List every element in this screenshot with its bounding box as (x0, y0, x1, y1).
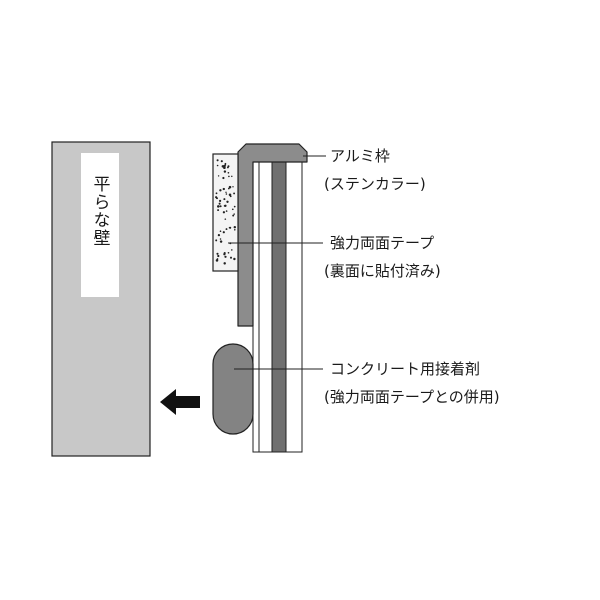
wall-label-box: 平らな壁 (80, 152, 120, 298)
panel-inner (258, 159, 273, 453)
tape-speck (216, 159, 219, 162)
tape-speck (229, 256, 233, 259)
tape-speck (215, 192, 218, 195)
tape-speck (228, 187, 230, 190)
tape-speck (223, 170, 227, 173)
arrow-left-icon (160, 389, 200, 415)
concrete-adhesive (212, 343, 254, 435)
tape-speck (233, 192, 236, 195)
tape-speck (217, 209, 220, 212)
tape-speck (233, 213, 235, 215)
tape-speck (218, 202, 221, 205)
frame-sublabel: (ステンカラー) (324, 175, 426, 193)
tape-speck (227, 251, 230, 254)
panel-front (285, 159, 303, 453)
tape-speck (225, 228, 228, 231)
tape-speck (216, 197, 218, 200)
tape-speck (225, 191, 227, 194)
tape-speck (223, 198, 226, 201)
tape-speck (216, 258, 219, 260)
tape-speck (234, 229, 236, 231)
tape-speck (223, 262, 226, 265)
tape-speck (219, 205, 222, 208)
tape-speck (219, 189, 222, 192)
tape-sublabel: (裏面に貼付済み) (324, 262, 441, 280)
tape-speck (225, 193, 228, 195)
tape-speck (215, 239, 218, 242)
tape-speck (222, 187, 225, 191)
tape-label: 強力両面テープ (330, 234, 435, 252)
tape-speck (228, 193, 232, 197)
tape-speck (219, 238, 222, 240)
tape-speck (222, 231, 225, 234)
double-sided-tape (212, 153, 239, 272)
tape-speck (224, 255, 227, 258)
tape-speck (228, 226, 231, 229)
panel-backing (252, 159, 260, 453)
tape-speck (223, 253, 226, 256)
tape-speck (233, 226, 236, 229)
tape-speck (217, 254, 220, 258)
tape-speck (216, 252, 219, 255)
tape-texture (215, 159, 236, 265)
tape-speck (225, 210, 228, 212)
adhesive-sublabel: (強力両面テープとの併用) (324, 388, 500, 406)
adhesive-label: コンクリート用接着剤 (330, 360, 481, 378)
tape-speck (217, 205, 220, 208)
tape-speck (233, 205, 236, 208)
tape-speck (226, 200, 229, 203)
wall-label: 平らな壁 (89, 175, 110, 247)
tape-speck (224, 218, 227, 220)
tape-speck (224, 162, 227, 165)
panel-dark-layer (271, 159, 287, 453)
tape-speck (232, 186, 234, 188)
tape-speck (232, 214, 235, 217)
tape-speck (223, 164, 226, 168)
tape-speck (231, 249, 233, 251)
tape-speck (223, 205, 226, 207)
tape-speck (233, 257, 236, 261)
tape-speck (222, 176, 225, 180)
tape-speck (227, 171, 230, 174)
tape-speck (219, 240, 223, 243)
tape-speck (220, 160, 223, 163)
tape-speck (217, 175, 220, 177)
tape-speck (218, 199, 222, 203)
tape-speck (222, 211, 226, 214)
tape-speck (216, 164, 219, 167)
aluminum-frame (237, 143, 308, 327)
tape-speck (231, 208, 234, 211)
tape-speck (231, 175, 233, 178)
tape-speck (217, 233, 221, 237)
frame-label: アルミ枠 (330, 147, 390, 165)
tape-speck (228, 185, 232, 189)
tape-speck (219, 230, 222, 232)
tape-speck (226, 166, 229, 169)
tape-speck (228, 175, 230, 178)
